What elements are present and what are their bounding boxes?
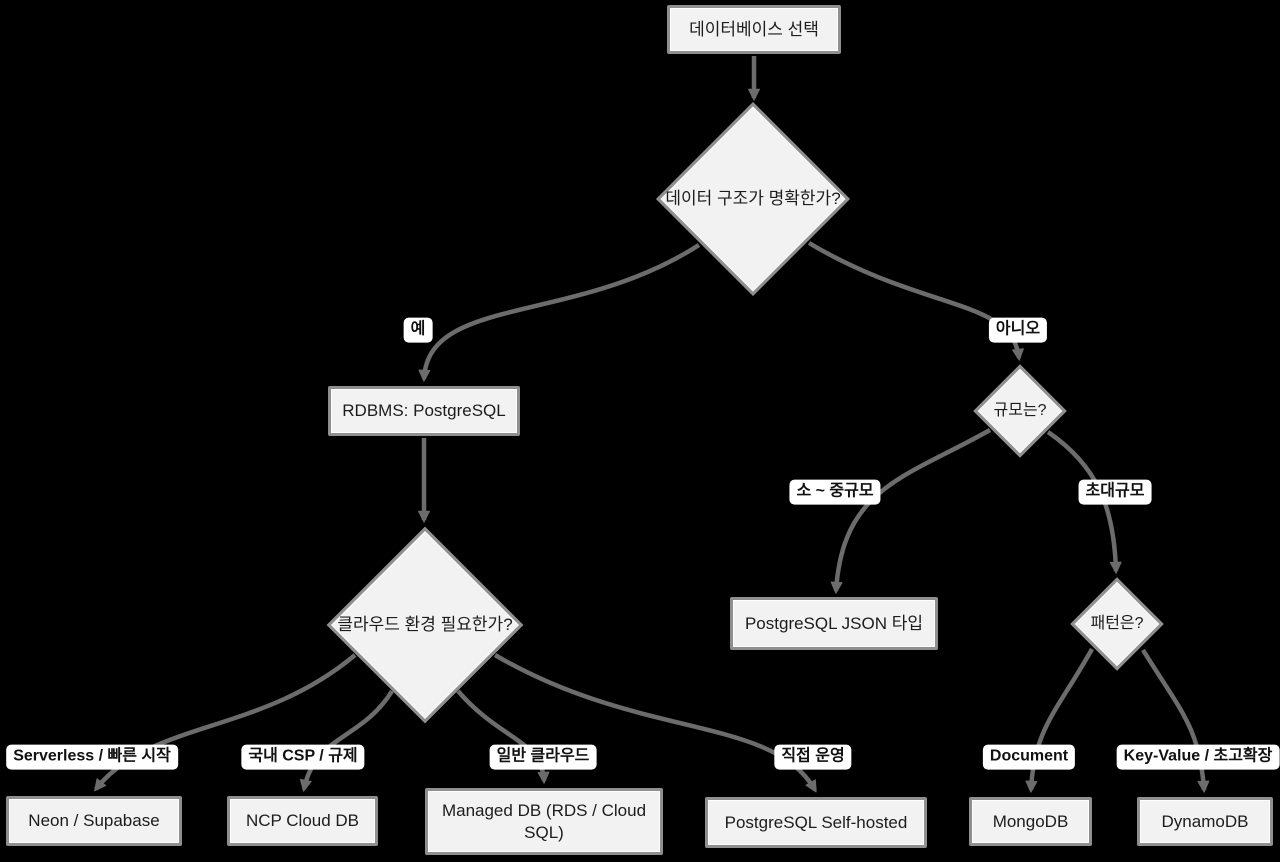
edge-cloud-to-ncp: [299, 689, 394, 792]
decision-data-structure-clear: 데이터 구조가 명확한가?: [653, 102, 853, 296]
node-database-select: 데이터베이스 선택: [667, 5, 841, 54]
decision-pattern: 패턴은?: [1069, 577, 1165, 671]
decision-scale: 규모는?: [972, 364, 1068, 458]
node-neon-supabase: Neon / Supabase: [6, 796, 182, 846]
node-label: 데이터베이스 선택: [689, 19, 819, 39]
node-label: 규모는?: [993, 402, 1047, 419]
edge-label-document: Document: [982, 744, 1076, 770]
node-label: DynamoDB: [1161, 811, 1249, 831]
edge-label-domestic-csp: 국내 CSP / 규제: [241, 744, 365, 770]
node-label: Managed DB (RDS / Cloud SQL): [441, 801, 647, 842]
node-label: PostgreSQL JSON 타입: [744, 613, 924, 633]
edge-structure-to-rdbms: [418, 243, 701, 382]
node-managed-db: Managed DB (RDS / Cloud SQL): [425, 788, 663, 855]
node-label: MongoDB: [992, 811, 1069, 831]
edge-pattern-to-dynamodb: [1141, 648, 1210, 793]
edge-label-serverless: Serverless / 빠른 시작: [6, 744, 178, 770]
edge-pattern-to-mongodb: [1025, 647, 1094, 793]
node-dynamodb: DynamoDB: [1137, 797, 1273, 846]
edge-label-generic-cloud: 일반 클라우드: [489, 744, 597, 770]
edge-label-self-operate: 직접 운영: [774, 744, 852, 770]
decision-cloud-needed: 클라우드 환경 필요한가?: [325, 526, 525, 724]
edge-label-small-medium: 소 ~ 중규모: [789, 479, 881, 505]
node-label: RDBMS: PostgreSQL: [342, 401, 506, 421]
node-rdbms-postgresql: RDBMS: PostgreSQL: [328, 386, 520, 436]
edge-label-yes: 예: [403, 317, 433, 343]
node-label: Neon / Supabase: [28, 811, 160, 831]
node-postgresql-self-hosted: PostgreSQL Self-hosted: [705, 797, 927, 848]
node-label: NCP Cloud DB: [245, 811, 360, 831]
edge-label-extra-large: 초대규모: [1078, 479, 1152, 505]
edge-scale-to-json: [830, 428, 992, 594]
node-label: 패턴은?: [1090, 615, 1144, 632]
node-label: 클라우드 환경 필요한가?: [337, 615, 513, 635]
node-label: PostgreSQL Self-hosted: [724, 812, 908, 832]
node-ncp-cloud-db: NCP Cloud DB: [227, 796, 378, 846]
node-label: 데이터 구조가 명확한가?: [665, 189, 841, 209]
edge-label-no: 아니오: [988, 317, 1048, 343]
node-postgresql-json: PostgreSQL JSON 타입: [730, 597, 938, 650]
edge-label-key-value: Key-Value / 초고확장: [1116, 744, 1280, 770]
node-mongodb: MongoDB: [969, 797, 1092, 846]
